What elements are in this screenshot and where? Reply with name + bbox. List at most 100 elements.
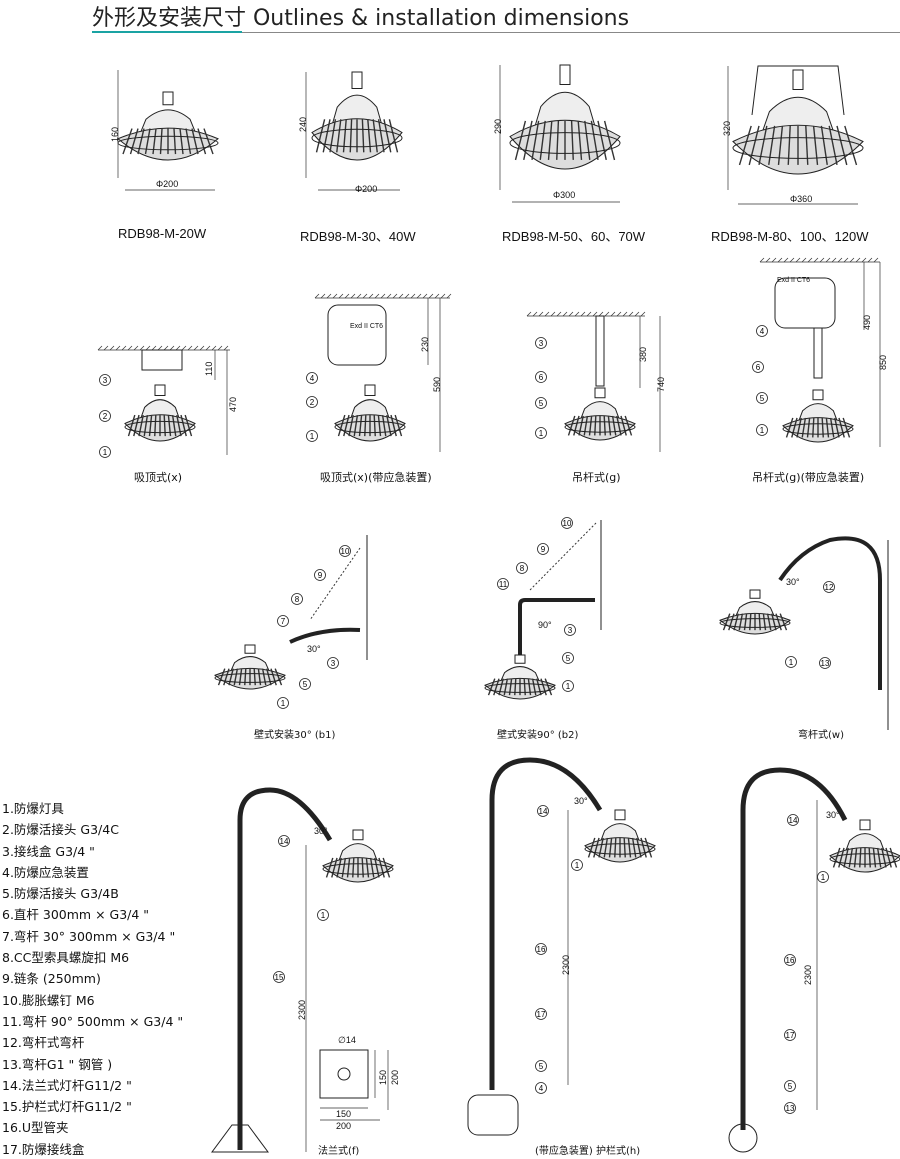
callout-circle: [535, 427, 547, 439]
diameter-dim: Φ200: [355, 184, 378, 194]
ceiling-hatch: [640, 311, 646, 317]
callout-4: 4: [535, 1082, 547, 1094]
callout-circle: [306, 372, 318, 384]
cooling-fin: [587, 837, 596, 858]
callout-circle: [535, 397, 547, 409]
ceiling-hatch: [440, 293, 446, 299]
callout-number: 4: [539, 1084, 544, 1093]
cooling-fin: [348, 414, 354, 437]
ceiling-hatch: [205, 345, 211, 351]
lamp-rim: [509, 132, 621, 154]
diameter-dim: Φ300: [553, 190, 576, 200]
ceiling-hatch: [801, 257, 807, 263]
callout-5: 5: [756, 392, 768, 404]
callout-8: 8: [516, 562, 528, 574]
bracket: [751, 65, 845, 116]
callout-circle: [306, 430, 318, 442]
lamp-drawing: [732, 69, 864, 175]
cooling-fin: [640, 837, 647, 858]
cooling-fin: [228, 668, 234, 686]
callout-9: 9: [314, 569, 326, 581]
callout-circle: [571, 859, 583, 871]
callout-number: 9: [318, 571, 323, 580]
ceiling-hatch: [350, 293, 356, 299]
lamp-rim: [124, 420, 196, 434]
callout-number: 1: [821, 873, 826, 882]
cooling-fin: [374, 857, 380, 878]
lamp-rim: [484, 683, 556, 693]
callout-number: 16: [786, 956, 795, 965]
callout-circle: [784, 1102, 796, 1114]
ceiling-hatch: [127, 345, 133, 351]
ceiling-hatch: [873, 257, 879, 263]
cooling-fin: [728, 613, 735, 631]
bent-rod-90: [518, 598, 595, 655]
legend-item: 11.弯杆 90° 500mm × G3/4 ": [2, 1013, 184, 1029]
callout-number: 14: [539, 807, 548, 816]
callout-14: 14: [787, 814, 799, 826]
callout-circle: [756, 424, 768, 436]
cooling-fin: [133, 414, 140, 437]
wall-caption: 弯杆式(w): [798, 730, 844, 741]
callout-number: 4: [310, 374, 315, 383]
ceiling-hatch: [109, 345, 115, 351]
callout-6: 6: [752, 361, 764, 373]
ceiling-hatch: [622, 311, 628, 317]
lamp-rim: [334, 420, 406, 434]
lamp-rim: [214, 673, 286, 683]
pole-caption: (带应急装置) 护栏式(h): [535, 1146, 641, 1157]
legend-item: 1.防爆灯具: [2, 801, 64, 816]
lamp-rim: [311, 128, 403, 148]
ceiling-hatch: [139, 345, 145, 351]
diameter-dim: Φ200: [156, 179, 179, 189]
callout-5: 5: [535, 1060, 547, 1072]
ceiling-hatch: [789, 257, 795, 263]
title-rule: [242, 32, 900, 33]
lamp-drawing: [311, 71, 403, 161]
ceiling-hatch: [574, 311, 580, 317]
lamp-drawing: [829, 819, 900, 873]
cooling-fin: [223, 668, 230, 686]
lamp-rim: [719, 618, 791, 628]
callout-circle: [784, 1080, 796, 1092]
ceiling-hatch: [855, 257, 861, 263]
lamp-rim: [564, 421, 636, 433]
legend-item: 10.膨胀螺钉 M6: [2, 992, 95, 1008]
callout-1: 1: [571, 859, 583, 871]
callout-1: 1: [317, 909, 329, 921]
diameter-dim: Φ360: [790, 194, 813, 204]
callout-15: 15: [273, 971, 285, 983]
cooling-fin: [889, 847, 898, 868]
ceiling-hatch: [783, 257, 789, 263]
dim: 590: [432, 376, 442, 392]
callout-circle: [752, 361, 764, 373]
conduit-entry: [812, 389, 824, 401]
cooling-fin: [322, 119, 331, 153]
callout-number: 5: [303, 680, 308, 689]
callout-circle: [535, 1082, 547, 1094]
callout-number: 1: [321, 911, 326, 920]
callout-number: 1: [575, 861, 580, 870]
cooling-fin: [171, 414, 177, 437]
cooling-fin: [828, 125, 838, 166]
callout-circle: [564, 624, 576, 636]
callout-5: 5: [535, 397, 547, 409]
callout-4: 4: [306, 372, 318, 384]
lamp-drawing: [564, 387, 636, 441]
emergency-box: [467, 1094, 519, 1136]
cooling-fin: [567, 415, 576, 436]
callout-6: 6: [535, 371, 547, 383]
cooling-fin: [758, 125, 768, 166]
cooling-fin: [137, 128, 145, 155]
ceiling-hatch: [867, 257, 873, 263]
callout-circle: [99, 410, 111, 422]
junction-box: [728, 1123, 758, 1153]
cooling-fin: [143, 414, 149, 437]
box-label: Exd II CT6: [777, 277, 811, 284]
callout-16: 16: [784, 954, 796, 966]
cooling-fin: [129, 128, 139, 155]
callout-2: 2: [306, 396, 318, 408]
ceiling-hatch: [169, 345, 175, 351]
callout-2: 2: [99, 410, 111, 422]
ceiling-hatch: [532, 311, 538, 317]
